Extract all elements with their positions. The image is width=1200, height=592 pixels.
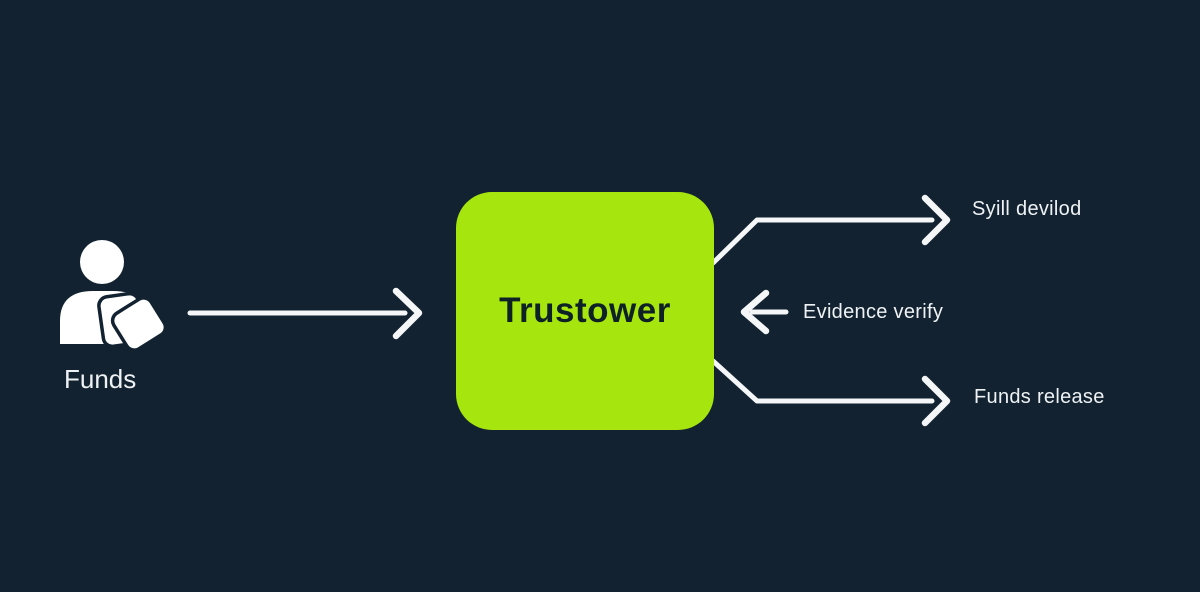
node-to-output-top-arrow [710,194,951,266]
node-to-output-bottom-arrow [710,358,951,427]
output-label-top: Syill devilod [972,198,1082,220]
person-with-cards-icon [60,240,168,352]
funds-label: Funds [64,364,137,394]
funds-to-node-arrow [187,287,423,340]
card-icon [110,296,168,352]
trustower-node-label: Trustower [499,291,671,330]
evidence-to-node-arrow [740,289,789,335]
trustower-node: Trustower [456,192,714,430]
output-label-middle: Evidence verify [803,301,944,323]
output-label-bottom: Funds release [974,386,1105,408]
